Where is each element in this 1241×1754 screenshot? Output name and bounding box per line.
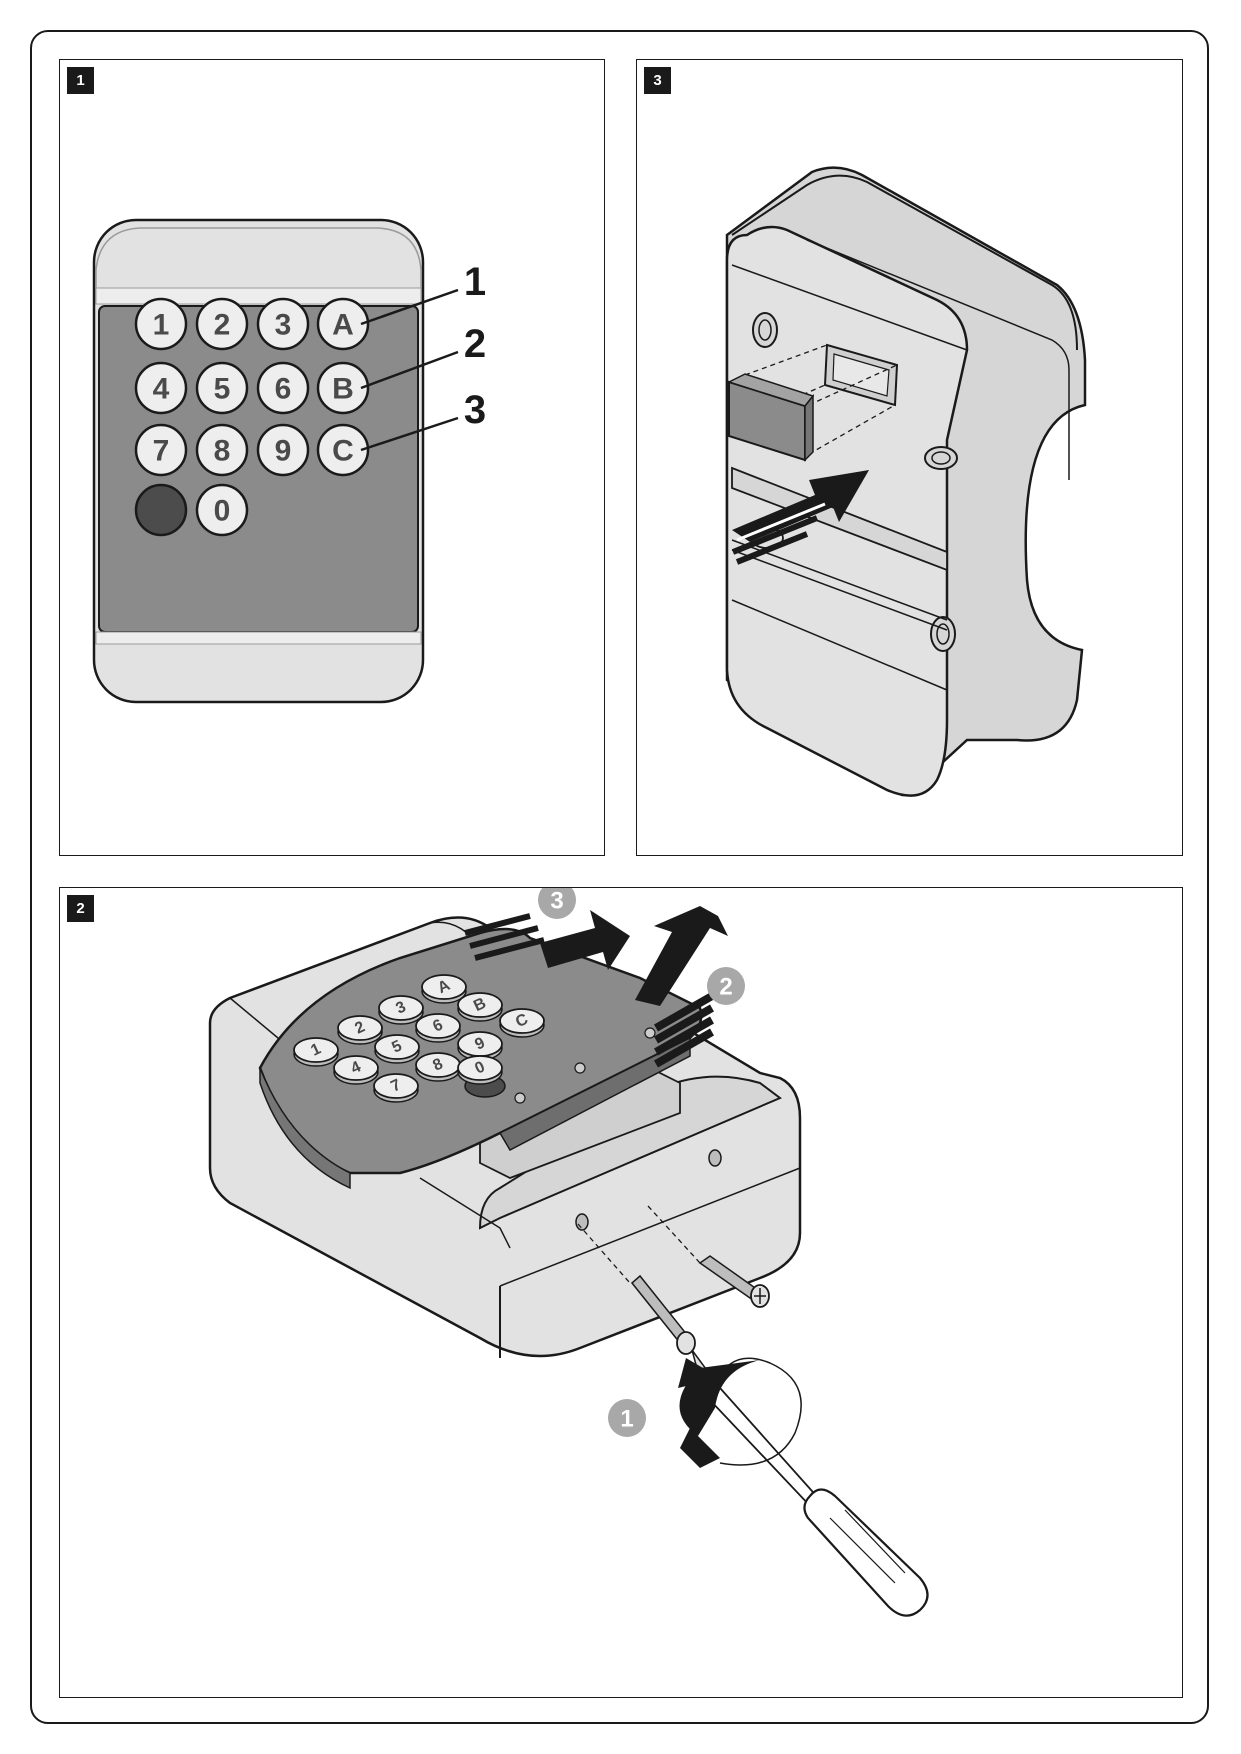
- key-0: 0: [457, 1055, 503, 1085]
- callout-line: [360, 416, 459, 452]
- key-1: 1: [293, 1037, 339, 1067]
- key-c: C: [499, 1008, 545, 1038]
- arrow-up-icon: [635, 906, 728, 1068]
- key-label: 9: [275, 435, 292, 468]
- screw-icon: [630, 1274, 696, 1355]
- key-label: 2: [214, 309, 231, 342]
- key-8: 8: [195, 423, 249, 477]
- step-1-badge: 1: [608, 1399, 646, 1437]
- key-a: A: [421, 974, 467, 1004]
- key-0: 0: [195, 483, 249, 537]
- key-label: B: [332, 373, 354, 406]
- panel-number-badge: 2: [67, 895, 94, 922]
- key-label: 3: [275, 309, 292, 342]
- key-4: 4: [333, 1055, 379, 1085]
- key-label: C: [332, 435, 354, 468]
- panel-number-badge: 3: [644, 67, 671, 94]
- callout-number: 2: [464, 322, 486, 366]
- key-label: 0: [214, 495, 231, 528]
- housing-back-face: [725, 225, 969, 797]
- key-dark: [134, 483, 188, 537]
- screw-hole: [708, 1149, 722, 1167]
- key-6: 6: [256, 361, 310, 415]
- arrow-insert-icon: [732, 470, 869, 542]
- key-5: 5: [374, 1034, 420, 1064]
- step-number: 2: [719, 974, 732, 1001]
- callout-line: [360, 350, 459, 390]
- housing-back-illustration: [725, 166, 1087, 797]
- key-b: B: [316, 361, 370, 415]
- key-4: 4: [134, 361, 188, 415]
- key-3: 3: [378, 995, 424, 1025]
- callout-number: 3: [464, 388, 486, 432]
- page-frame: [30, 30, 1209, 1724]
- key-label: A: [332, 309, 354, 342]
- step-2-badge: 2: [707, 967, 745, 1005]
- key-5: 5: [195, 361, 249, 415]
- panel-number-badge: 1: [67, 67, 94, 94]
- key-6: 6: [415, 1013, 461, 1043]
- step-number: 1: [620, 1406, 633, 1433]
- key-1: 1: [134, 297, 188, 351]
- screwdriver-icon: [691, 1349, 929, 1617]
- step-number: 3: [550, 888, 563, 915]
- key-2: 2: [195, 297, 249, 351]
- key-3: 3: [256, 297, 310, 351]
- panel-3: 3: [636, 59, 1183, 856]
- key-7: 7: [134, 423, 188, 477]
- arrow-slide-icon: [464, 910, 630, 970]
- key-label: 4: [153, 373, 170, 406]
- key-7: 7: [373, 1073, 419, 1103]
- panel-1: 1 1 2 3 A 4 5 6 B 7 8 9 C 0 1 2 3: [59, 59, 605, 856]
- callout-line: [360, 288, 459, 326]
- key-label: 1: [153, 309, 170, 342]
- key-c: C: [316, 423, 370, 477]
- step-3-badge: 3: [538, 888, 576, 919]
- mount-hole: [752, 312, 778, 348]
- screw-hole: [575, 1213, 589, 1231]
- key-label: 7: [153, 435, 170, 468]
- mount-hole: [924, 446, 958, 470]
- keypad-front-illustration: 1 2 3 A 4 5 6 B 7 8 9 C 0 1 2 3: [92, 218, 486, 704]
- callout-number: 1: [464, 260, 486, 304]
- key-9: 9: [256, 423, 310, 477]
- mount-hole: [930, 616, 956, 652]
- key-label: 8: [214, 435, 231, 468]
- key-2: 2: [337, 1015, 383, 1045]
- key-a: A: [316, 297, 370, 351]
- key-b: B: [457, 992, 503, 1022]
- key-8: 8: [415, 1052, 461, 1082]
- key-label: 6: [275, 373, 292, 406]
- key-label: 5: [214, 373, 231, 406]
